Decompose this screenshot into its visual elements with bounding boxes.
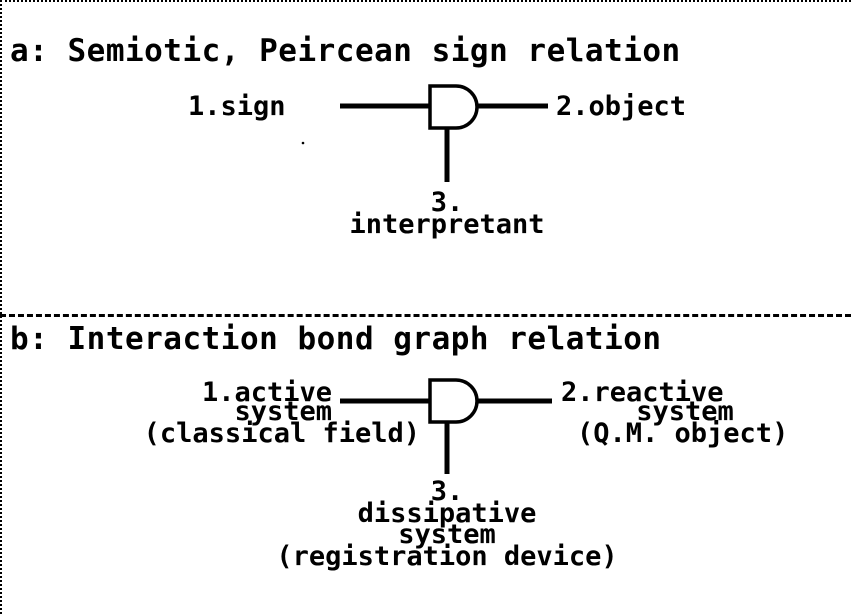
- stray-dot: [301, 141, 305, 145]
- panel-b-title: b: Interaction bond graph relation: [10, 321, 662, 357]
- panel-a-junction-gate: [428, 84, 479, 130]
- panel-b-node-2-line3: (Q.M. object): [577, 418, 789, 449]
- panel-divider: [0, 314, 851, 317]
- panel-a-node-3-number: 3.: [430, 187, 464, 218]
- panel-b-node-3-line2: dissipative: [357, 498, 537, 529]
- panel-a-node-object: 2.object: [556, 91, 687, 122]
- frame-top-border: [0, 0, 851, 2]
- panel-b-node-2-line2: system: [636, 396, 734, 427]
- panel-b-node-3-line4: (registration device): [276, 541, 618, 572]
- panel-b-node-3-line3: system: [398, 519, 496, 550]
- panel-b-node-3-line1: 3.: [430, 476, 464, 507]
- frame-left-border: [0, 0, 2, 614]
- panel-b-node-1-line1: 1.active: [201, 377, 332, 408]
- panel-a-junction: [340, 84, 548, 182]
- panel-b-node-2-line1: 2.reactive: [561, 377, 724, 408]
- panel-b-junction-gate: [428, 378, 479, 424]
- panel-b-node-1-line2: system: [234, 396, 332, 427]
- panel-b-node-1-line3: (classical field): [143, 418, 420, 449]
- panel-a-node-interpretant: interpretant: [349, 209, 545, 240]
- panel-b-junction: [340, 378, 552, 474]
- panel-a-node-sign: 1.sign: [188, 91, 286, 122]
- panel-a-title: a: Semiotic, Peircean sign relation: [10, 33, 681, 69]
